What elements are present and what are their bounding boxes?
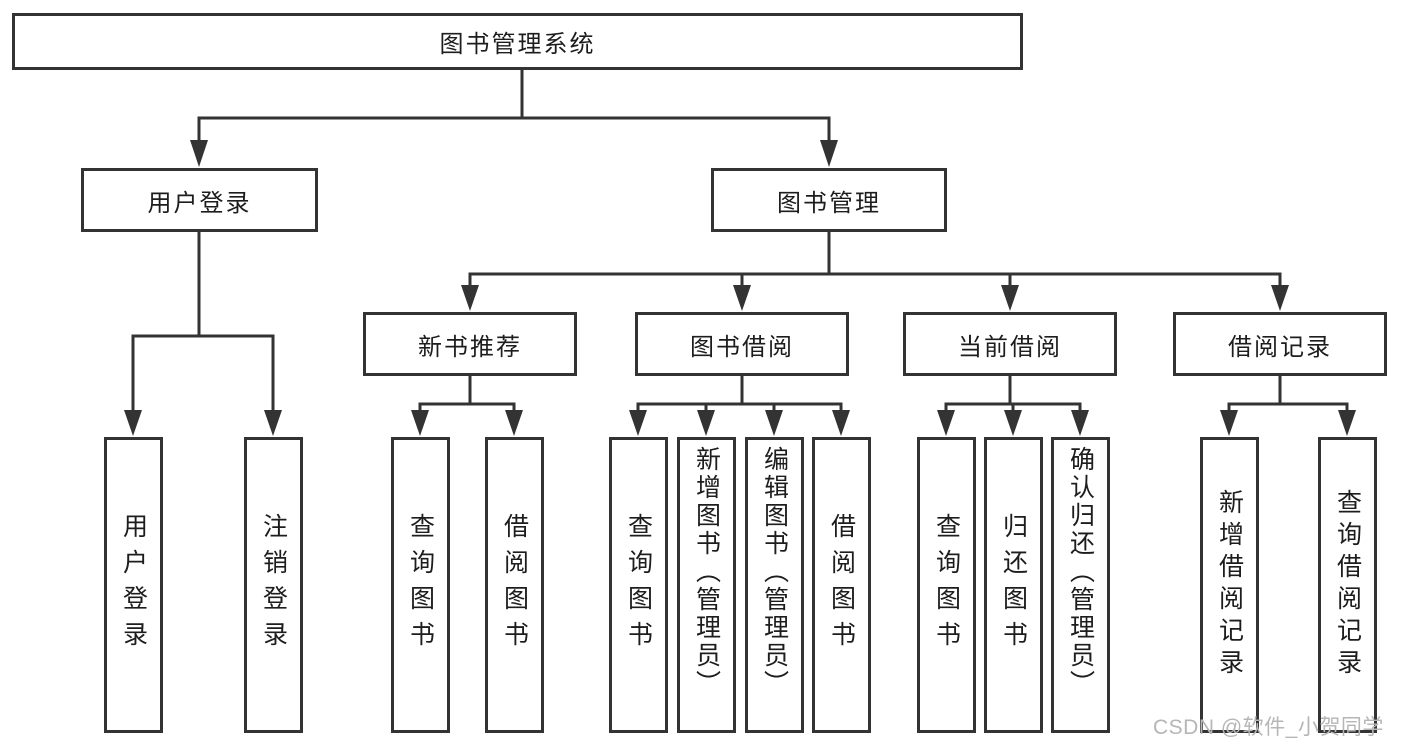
node-label: 图书管理系统 [439, 31, 596, 58]
leaf-br-add-record: 新增借阅记录 [1200, 437, 1259, 733]
node-user-login: 用户登录 [81, 168, 318, 232]
node-book-borrow: 图书借阅 [635, 312, 849, 376]
leaf-label: 查询图书 [932, 513, 961, 657]
node-label: 新书推荐 [418, 333, 522, 361]
node-book-management: 图书管理 [711, 168, 947, 232]
leaf-label: 查询图书 [406, 513, 435, 657]
leaf-label: 借阅图书 [500, 513, 529, 657]
node-label: 图书管理 [777, 189, 881, 217]
node-label: 用户登录 [147, 189, 252, 217]
connector-book-borrow-to-children [629, 376, 850, 436]
node-label: 当前借阅 [958, 333, 1062, 361]
leaf-label: 新增图书（管理员） [692, 446, 721, 698]
node-new-book-recommend: 新书推荐 [363, 312, 577, 376]
leaf-label: 注销登录 [259, 513, 288, 657]
leaf-bb-edit-books-admin: 编辑图书（管理员） [745, 437, 804, 733]
leaf-cb-query-books: 查询图书 [917, 437, 976, 733]
leaf-label: 确认归还（管理员） [1066, 446, 1095, 698]
leaf-br-query-record: 查询借阅记录 [1318, 437, 1377, 733]
node-label: 图书借阅 [690, 333, 794, 361]
connector-current-borrow-to-children [937, 376, 1089, 436]
leaf-cb-confirm-return-admin: 确认归还（管理员） [1051, 437, 1110, 733]
leaf-logout: 注销登录 [244, 437, 303, 733]
leaf-label: 用户登录 [119, 513, 148, 657]
leaf-label: 编辑图书（管理员） [760, 446, 789, 698]
leaf-user-login: 用户登录 [104, 437, 163, 733]
node-current-borrow: 当前借阅 [903, 312, 1117, 376]
leaf-cb-return-books: 归还图书 [984, 437, 1043, 733]
node-borrow-records: 借阅记录 [1173, 312, 1387, 376]
connector-user-login-to-children [124, 232, 282, 436]
leaf-label: 新增借阅记录 [1215, 489, 1244, 681]
leaf-bb-borrow-books: 借阅图书 [812, 437, 871, 733]
connector-borrow-records-to-children [1220, 376, 1356, 436]
leaf-nb-query-books: 查询图书 [391, 437, 450, 733]
csdn-watermark: CSDN @软件_小贺同学 [1153, 716, 1384, 739]
leaf-label: 归还图书 [999, 513, 1028, 657]
node-label: 借阅记录 [1228, 333, 1332, 361]
leaf-bb-query-books: 查询图书 [609, 437, 668, 733]
leaf-label: 借阅图书 [827, 513, 856, 657]
leaf-bb-add-books-admin: 新增图书（管理员） [677, 437, 736, 733]
leaf-nb-borrow-books: 借阅图书 [485, 437, 544, 733]
node-library-management-system: 图书管理系统 [12, 13, 1023, 70]
connector-new-book-recommend-to-children [411, 376, 523, 436]
connector-book-management-to-level3 [461, 232, 1289, 311]
leaf-label: 查询图书 [624, 513, 653, 657]
leaf-label: 查询借阅记录 [1333, 489, 1362, 681]
connector-root-to-level2 [190, 70, 838, 167]
